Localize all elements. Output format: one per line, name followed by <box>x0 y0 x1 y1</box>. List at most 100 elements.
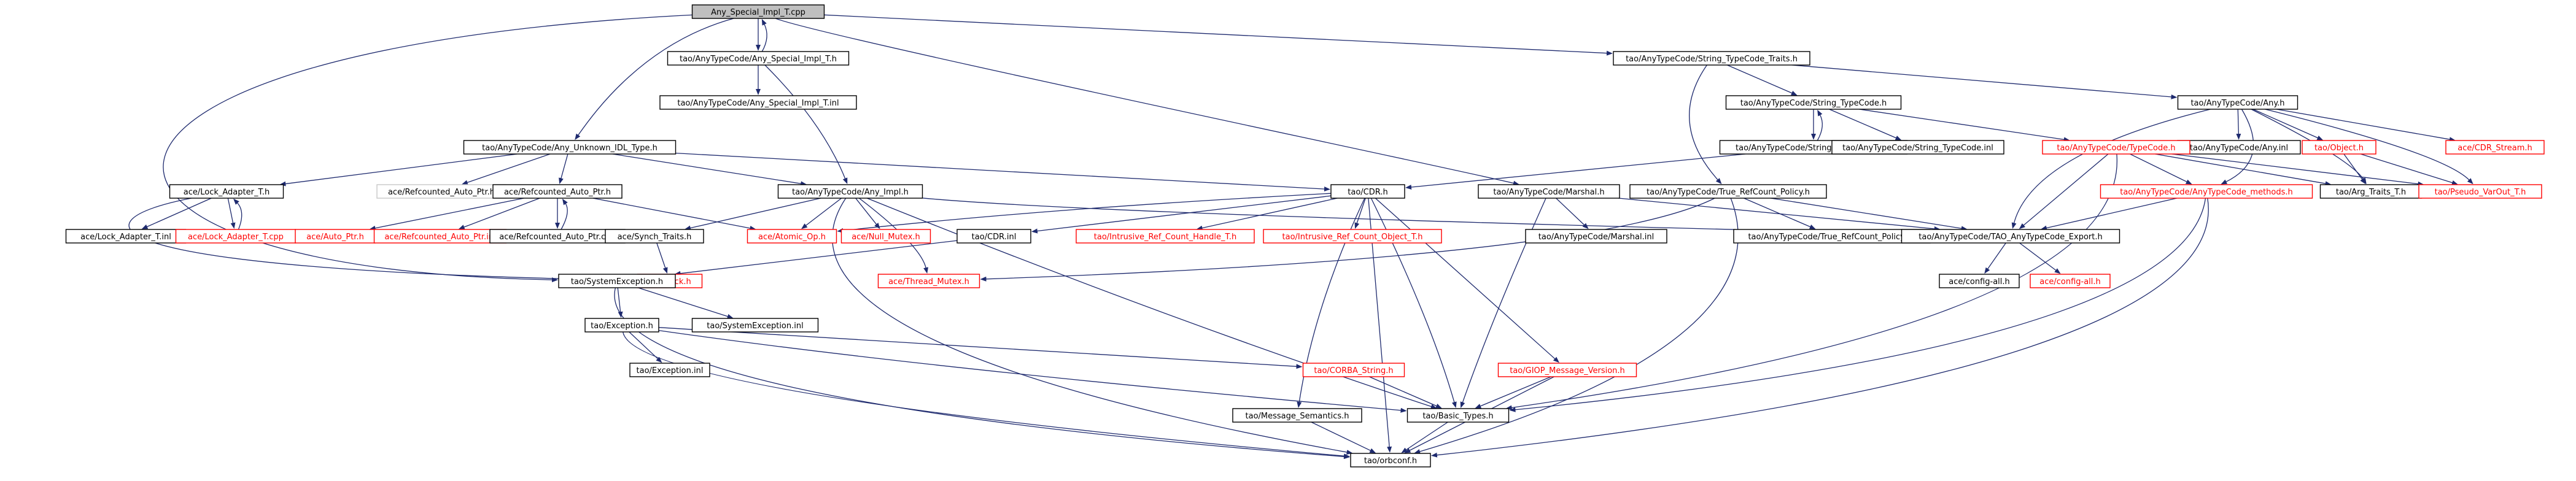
node-label: tao/AnyTypeCode/Any_Special_Impl_T.h <box>680 55 837 64</box>
edge-true_refcount_policy_h-to-thread_mutex_h <box>980 198 1715 282</box>
node-refcounted-auto-ptr-h-grey[interactable]: ace/Refcounted_Auto_Ptr.h <box>376 184 506 199</box>
edge-refcounted_auto_ptr_h-to-auto_ptr_h <box>369 198 524 231</box>
node-label: ace/config-all.h <box>2039 277 2101 287</box>
node-intrusive-ref-count-object-t-h[interactable]: tao/Intrusive_Ref_Count_Object_T.h <box>1263 229 1442 244</box>
node-label: ace/Synch_Traits.h <box>618 233 692 242</box>
edge-tao_anytypecode_export_h-to-config_all_h_red <box>2019 242 2061 274</box>
node-exception-h[interactable]: tao/Exception.h <box>584 318 659 333</box>
node-arg-traits-t-h[interactable]: tao/Arg_Traits_T.h <box>2319 184 2423 199</box>
node-giop-message-version-h[interactable]: tao/GIOP_Message_Version.h <box>1497 363 1637 377</box>
node-label: tao/Exception.h <box>591 321 653 331</box>
edge-typecode_h-to-pseudo_varout_t_h <box>2171 153 2424 187</box>
node-label: tao/AnyTypeCode/Any.inl <box>2190 144 2288 153</box>
edge-true_refcount_policy_h-to-true_refcount_policy_inl <box>1744 198 1816 229</box>
node-label: tao/Object.h <box>2314 144 2364 153</box>
node-box <box>877 274 980 288</box>
node-config-all-h-red[interactable]: ace/config-all.h <box>2030 274 2111 288</box>
node-string-typecode-inl[interactable]: tao/AnyTypeCode/String_TypeCode.inl <box>1831 140 2004 155</box>
node-thread-mutex-h[interactable]: ace/Thread_Mutex.h <box>877 274 980 288</box>
node-system-exception-inl[interactable]: tao/SystemException.inl <box>691 318 819 333</box>
node-label: ace/Refcounted_Auto_Ptr.h <box>504 188 611 197</box>
node-label: ace/Refcounted_Auto_Ptr.h <box>388 188 495 197</box>
edge-typecode_h-to-arg_traits_t_h <box>2155 153 2332 187</box>
node-config-all-h-black[interactable]: ace/config-all.h <box>1939 274 2020 288</box>
node-message-semantics-h[interactable]: tao/Message_Semantics.h <box>1232 408 1362 423</box>
node-refcounted-auto-ptr-cpp[interactable]: ace/Refcounted_Auto_Ptr.cpp <box>489 229 626 244</box>
node-any-special-impl-t-h[interactable]: tao/AnyTypeCode/Any_Special_Impl_T.h <box>667 51 850 66</box>
edge-marshal_h-to-tao_anytypecode_export_h <box>1618 198 1941 231</box>
edge-string_typecode_cpp-to-string_typecode_h <box>1817 109 1823 141</box>
node-label: tao/CDR.inl <box>972 233 1017 242</box>
node-lock-adapter-t-h[interactable]: ace/Lock_Adapter_T.h <box>169 184 284 199</box>
node-label: ace/Auto_Ptr.h <box>306 233 364 242</box>
node-synch-traits-h[interactable]: ace/Synch_Traits.h <box>605 229 704 244</box>
node-tao-anytypecode-export-h[interactable]: tao/AnyTypeCode/TAO_AnyTypeCode_Export.h <box>1901 229 2120 244</box>
node-box <box>1302 363 1405 377</box>
node-null-mutex-h[interactable]: ace/Null_Mutex.h <box>840 229 931 244</box>
edge-exception_h-to-exception_inl <box>629 331 662 363</box>
node-label: tao/Arg_Traits_T.h <box>2336 188 2406 197</box>
node-intrusive-ref-count-handle-t-h[interactable]: tao/Intrusive_Ref_Count_Handle_T.h <box>1076 229 1255 244</box>
node-box <box>1939 274 2020 288</box>
edge-any_unknown_idl_type_h-to-any_impl_h <box>612 153 807 187</box>
node-pseudo-varout-t-h[interactable]: tao/Pseudo_VarOut_T.h <box>2418 184 2542 199</box>
edge-string_typecode_traits_h-to-string_typecode_h <box>1727 64 1798 96</box>
edge-tao_anytypecode_export_h-to-config_all_h_black <box>1984 242 2006 274</box>
node-box <box>1232 408 1362 423</box>
node-label: ace/config-all.h <box>1949 277 2010 287</box>
edge-exception_h-to-basic_types_h <box>658 329 1407 413</box>
node-label: tao/AnyTypeCode/Any.h <box>2190 99 2284 108</box>
node-label: tao/Intrusive_Ref_Count_Object_T.h <box>1282 233 1423 242</box>
node-label: tao/Message_Semantics.h <box>1246 412 1349 421</box>
node-label: ace/Lock_Adapter_T.h <box>184 188 270 197</box>
edge-cdr_inl-to-system_exception_h <box>674 240 958 276</box>
node-label: tao/SystemException.inl <box>707 321 803 331</box>
node-refcounted-auto-ptr-h[interactable]: ace/Refcounted_Auto_Ptr.h <box>492 184 623 199</box>
node-exception-inl[interactable]: tao/Exception.inl <box>629 363 710 377</box>
edge-typecode_h-to-basic_types_h <box>1505 153 2117 410</box>
node-any-special-impl-t-cpp[interactable]: Any_Special_Impl_T.cpp <box>691 4 825 19</box>
node-any-inl[interactable]: tao/AnyTypeCode/Any.inl <box>2177 140 2301 155</box>
node-label: tao/Pseudo_VarOut_T.h <box>2435 188 2526 197</box>
node-refcounted-auto-ptr-inl[interactable]: ace/Refcounted_Auto_Ptr.inl <box>373 229 507 244</box>
node-true-refcount-policy-h[interactable]: tao/AnyTypeCode/True_RefCount_Policy.h <box>1629 184 1827 199</box>
edge-any_unknown_idl_type_h-to-refcounted_auto_ptr_h <box>559 153 568 185</box>
node-cdr-h[interactable]: tao/CDR.h <box>1330 184 1405 199</box>
node-marshal-inl[interactable]: tao/AnyTypeCode/Marshal.inl <box>1525 229 1667 244</box>
node-label: ace/Refcounted_Auto_Ptr.inl <box>384 233 495 242</box>
node-corba-string-h[interactable]: tao/CORBA_String.h <box>1302 363 1405 377</box>
node-marshal-h[interactable]: tao/AnyTypeCode/Marshal.h <box>1478 184 1620 199</box>
edge-any_special_impl_t_h-to-any_special_impl_t_cpp <box>761 18 767 52</box>
node-any-impl-h[interactable]: tao/AnyTypeCode/Any_Impl.h <box>777 184 923 199</box>
edge-exception_h-to-orbconf_h <box>623 331 1350 459</box>
node-any-h[interactable]: tao/AnyTypeCode/Any.h <box>2177 95 2299 110</box>
node-box <box>667 51 850 66</box>
node-label: tao/AnyTypeCode/True_RefCount_Policy.h <box>1647 188 1810 197</box>
edge-lock_adapter_t_h-to-lock_h <box>128 198 637 283</box>
node-system-exception-h[interactable]: tao/SystemException.h <box>558 274 676 288</box>
node-lock-adapter-t-inl[interactable]: ace/Lock_Adapter_T.inl <box>65 229 187 244</box>
node-box <box>1330 184 1405 199</box>
node-label: tao/AnyTypeCode/Any_Unknown_IDL_Type.h <box>482 144 658 153</box>
node-object-h[interactable]: tao/Object.h <box>2302 140 2376 155</box>
node-lock-adapter-t-cpp[interactable]: ace/Lock_Adapter_T.cpp <box>175 229 297 244</box>
node-typecode-h[interactable]: tao/AnyTypeCode/TypeCode.h <box>2042 140 2190 155</box>
node-atomic-op-h[interactable]: ace/Atomic_Op.h <box>747 229 837 244</box>
node-string-typecode-h[interactable]: tao/AnyTypeCode/String_TypeCode.h <box>1725 95 1902 110</box>
node-true-refcount-policy-inl[interactable]: tao/AnyTypeCode/True_RefCount_Policy.inl <box>1733 229 1931 244</box>
edge-any_h-to-tao_anytypecode_export_h <box>2011 109 2211 229</box>
node-any-unknown-idl-type-h[interactable]: tao/AnyTypeCode/Any_Unknown_IDL_Type.h <box>463 140 677 155</box>
node-box <box>2177 95 2299 110</box>
node-box <box>1350 453 1431 468</box>
node-anytypecode-methods-h[interactable]: tao/AnyTypeCode/AnyTypeCode_methods.h <box>2100 184 2313 199</box>
edge-any_h-to-object_h <box>2252 109 2324 140</box>
node-orbconf-h[interactable]: tao/orbconf.h <box>1350 453 1431 468</box>
node-any-special-impl-t-inl[interactable]: tao/AnyTypeCode/Any_Special_Impl_T.inl <box>659 95 857 110</box>
node-basic-types-h[interactable]: tao/Basic_Types.h <box>1406 408 1510 423</box>
node-box <box>1406 408 1510 423</box>
node-auto-ptr-h[interactable]: ace/Auto_Ptr.h <box>295 229 376 244</box>
node-box <box>1497 363 1637 377</box>
node-cdr-stream-h[interactable]: ace/CDR_Stream.h <box>2445 140 2545 155</box>
node-cdr-inl[interactable]: tao/CDR.inl <box>956 229 1031 244</box>
node-string-typecode-traits-h[interactable]: tao/AnyTypeCode/String_TypeCode_Traits.h <box>1613 51 1810 66</box>
